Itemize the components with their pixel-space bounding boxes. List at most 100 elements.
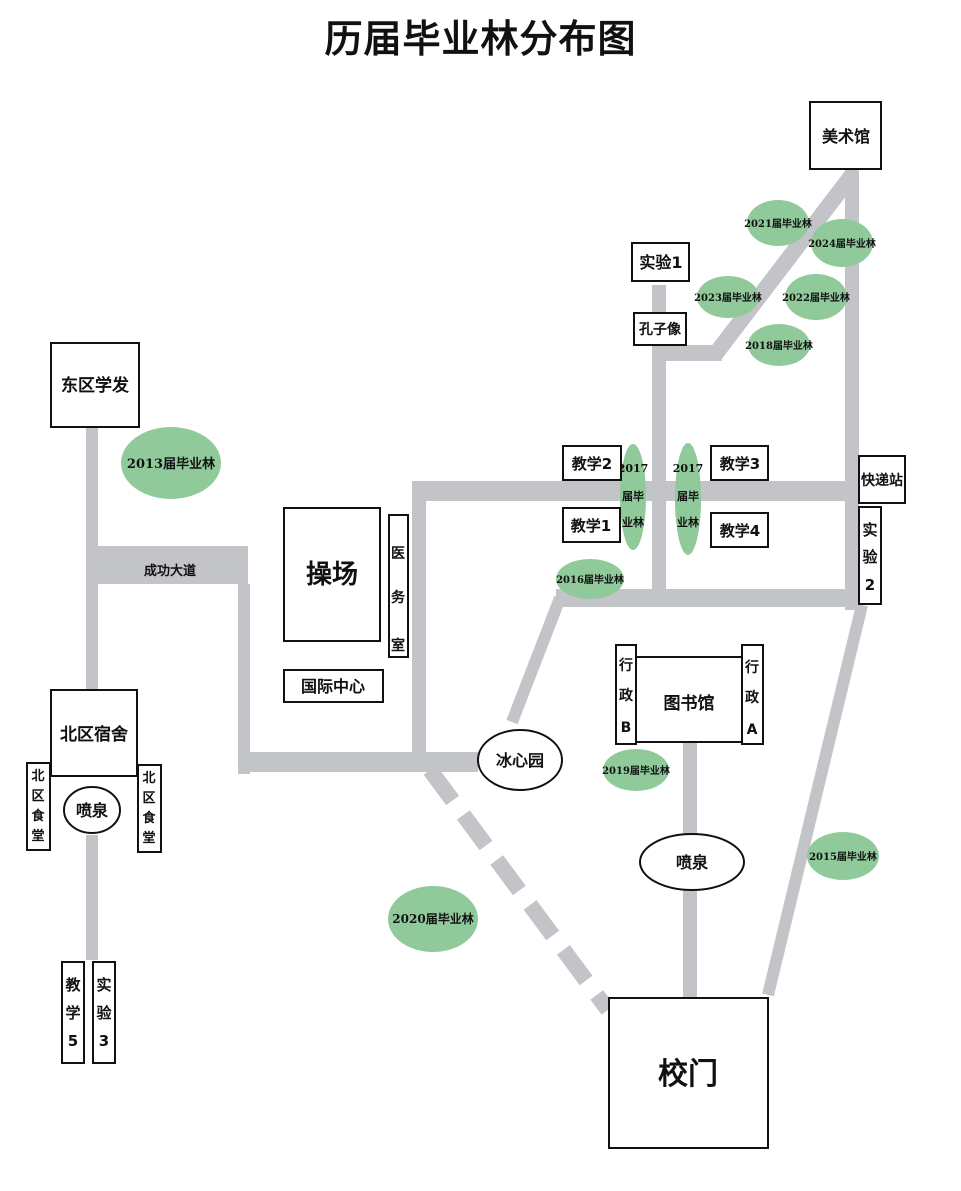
forest-2015-label: 2015届毕业林 bbox=[809, 850, 878, 863]
confucius-statue-label: 孔子像 bbox=[639, 321, 682, 338]
road-diagonal-art bbox=[707, 170, 859, 361]
road-kongzi-vertical bbox=[652, 285, 666, 605]
road-south-horizontal bbox=[238, 752, 478, 772]
clinic-label-line1: 医 bbox=[391, 546, 405, 562]
road-diagonal-gate-east bbox=[762, 603, 868, 997]
admin-b-label-line1: 行 bbox=[618, 657, 633, 674]
building-library bbox=[635, 656, 743, 743]
building-playground bbox=[283, 507, 381, 642]
forest-2020-label: 2020届毕业林 bbox=[392, 911, 473, 926]
road-west-vertical bbox=[238, 584, 250, 774]
clinic-label-line3: 室 bbox=[391, 637, 405, 654]
forest-2018-label: 2018届毕业林 bbox=[745, 339, 814, 352]
teaching1-label: 教学1 bbox=[570, 517, 611, 535]
north-canteen-right-line2: 区 bbox=[142, 791, 155, 806]
building-international-center bbox=[283, 669, 384, 703]
forest-2019 bbox=[603, 749, 669, 791]
admin-a-label-line3: A bbox=[747, 722, 758, 738]
road-north-dorm-south bbox=[86, 835, 98, 960]
north-canteen-left-line1: 北 bbox=[31, 769, 44, 784]
east-academic-label: 东区学发 bbox=[61, 375, 130, 396]
forest-2017-right-line2: 届毕 bbox=[677, 489, 699, 503]
admin-a-label-line1: 行 bbox=[744, 659, 759, 676]
lab1-label: 实验1 bbox=[639, 253, 682, 272]
express-station-label: 快递站 bbox=[861, 472, 903, 489]
road-medical-vertical bbox=[412, 482, 426, 772]
building-teaching4 bbox=[710, 512, 769, 548]
road-far-east-vertical bbox=[845, 170, 859, 610]
teaching2-label: 教学2 bbox=[571, 455, 612, 473]
forest-2016 bbox=[556, 559, 624, 599]
international-center-label: 国际中心 bbox=[301, 677, 365, 696]
building-art-museum bbox=[809, 101, 882, 170]
road-kongzi-connector bbox=[652, 345, 722, 361]
north-canteen-left-line4: 堂 bbox=[31, 828, 44, 844]
lab2-label-line3: 2 bbox=[865, 576, 875, 594]
chenggong-avenue-label: 成功大道 bbox=[144, 563, 196, 579]
forest-2016-label: 2016届毕业林 bbox=[556, 573, 625, 586]
art-museum-label: 美术馆 bbox=[822, 127, 870, 146]
building-admin-a bbox=[741, 644, 764, 745]
road-diagonal-bingxin bbox=[506, 595, 566, 725]
lab2-label-line2: 验 bbox=[862, 548, 878, 566]
forest-2018 bbox=[748, 324, 810, 366]
south-fountain-label: 喷泉 bbox=[676, 853, 709, 872]
building-express-station bbox=[858, 455, 906, 504]
forest-2015 bbox=[807, 832, 879, 880]
teaching5-label-line2: 学 bbox=[65, 1004, 80, 1022]
south-fountain bbox=[639, 833, 745, 891]
road-chenggong-avenue bbox=[86, 546, 248, 584]
lab3-label-line2: 验 bbox=[96, 1004, 112, 1022]
north-canteen-right-line4: 堂 bbox=[142, 830, 155, 846]
forest-2017-right-line1: 2017 bbox=[673, 462, 704, 475]
map-title: 历届毕业林分布图 bbox=[324, 16, 637, 61]
north-canteen-right-line3: 食 bbox=[142, 810, 156, 826]
forest-2021-label: 2021届毕业林 bbox=[744, 217, 813, 230]
lab3-label-line3: 3 bbox=[99, 1032, 109, 1050]
north-fountain-label: 喷泉 bbox=[76, 801, 109, 820]
forest-2023-label: 2023届毕业林 bbox=[694, 291, 763, 304]
building-clinic bbox=[388, 514, 409, 658]
playground-label: 操场 bbox=[306, 560, 358, 590]
forest-2024-label: 2024届毕业林 bbox=[808, 237, 877, 250]
teaching3-label: 教学3 bbox=[719, 455, 760, 473]
teaching4-label: 教学4 bbox=[719, 522, 760, 540]
forest-2024 bbox=[811, 219, 873, 267]
teaching5-label-line3: 5 bbox=[68, 1032, 78, 1050]
bingxin-garden-label: 冰心园 bbox=[496, 751, 544, 770]
confucius-statue bbox=[633, 312, 687, 346]
forest-2022-label: 2022届毕业林 bbox=[782, 291, 851, 304]
forests: 2013届毕业林 2021届毕业林 2024届毕业林 2023届毕业林 2022… bbox=[121, 200, 879, 952]
building-lab3 bbox=[92, 961, 116, 1064]
admin-b-label-line3: B bbox=[621, 720, 632, 736]
north-fountain bbox=[63, 786, 121, 834]
forest-2017-right-line3: 业林 bbox=[677, 515, 699, 529]
admin-b-label-line2: 政 bbox=[619, 687, 634, 704]
north-dorm-label: 北区宿舍 bbox=[60, 724, 128, 745]
forest-2022 bbox=[785, 274, 847, 320]
building-teaching5 bbox=[61, 961, 85, 1064]
forest-2019-label: 2019届毕业林 bbox=[602, 764, 671, 777]
building-north-dorm bbox=[50, 689, 138, 777]
road-dashed-path bbox=[423, 765, 615, 1015]
forest-2017-left-line3: 业林 bbox=[622, 515, 644, 529]
library-label: 图书馆 bbox=[664, 693, 715, 714]
admin-a-label-line2: 政 bbox=[745, 689, 760, 706]
building-north-canteen-right bbox=[137, 764, 162, 853]
teaching5-label-line1: 教 bbox=[64, 976, 81, 994]
lab2-label-line1: 实 bbox=[862, 521, 877, 539]
building-east-academic bbox=[50, 342, 140, 428]
bingxin-garden bbox=[477, 729, 563, 791]
road-lower-east-west bbox=[556, 589, 860, 607]
building-lab1 bbox=[631, 242, 690, 282]
forest-2013 bbox=[121, 427, 221, 499]
clinic-label-line2: 务 bbox=[391, 589, 406, 606]
forest-2021 bbox=[747, 200, 809, 246]
forest-2017-left bbox=[620, 444, 646, 550]
north-canteen-left-line3: 食 bbox=[31, 808, 45, 824]
north-canteen-left-line2: 区 bbox=[31, 789, 44, 804]
building-school-gate bbox=[608, 997, 769, 1149]
north-canteen-right-line1: 北 bbox=[142, 771, 155, 786]
forest-2013-label: 2013届毕业林 bbox=[127, 456, 215, 472]
building-teaching1 bbox=[562, 507, 621, 543]
